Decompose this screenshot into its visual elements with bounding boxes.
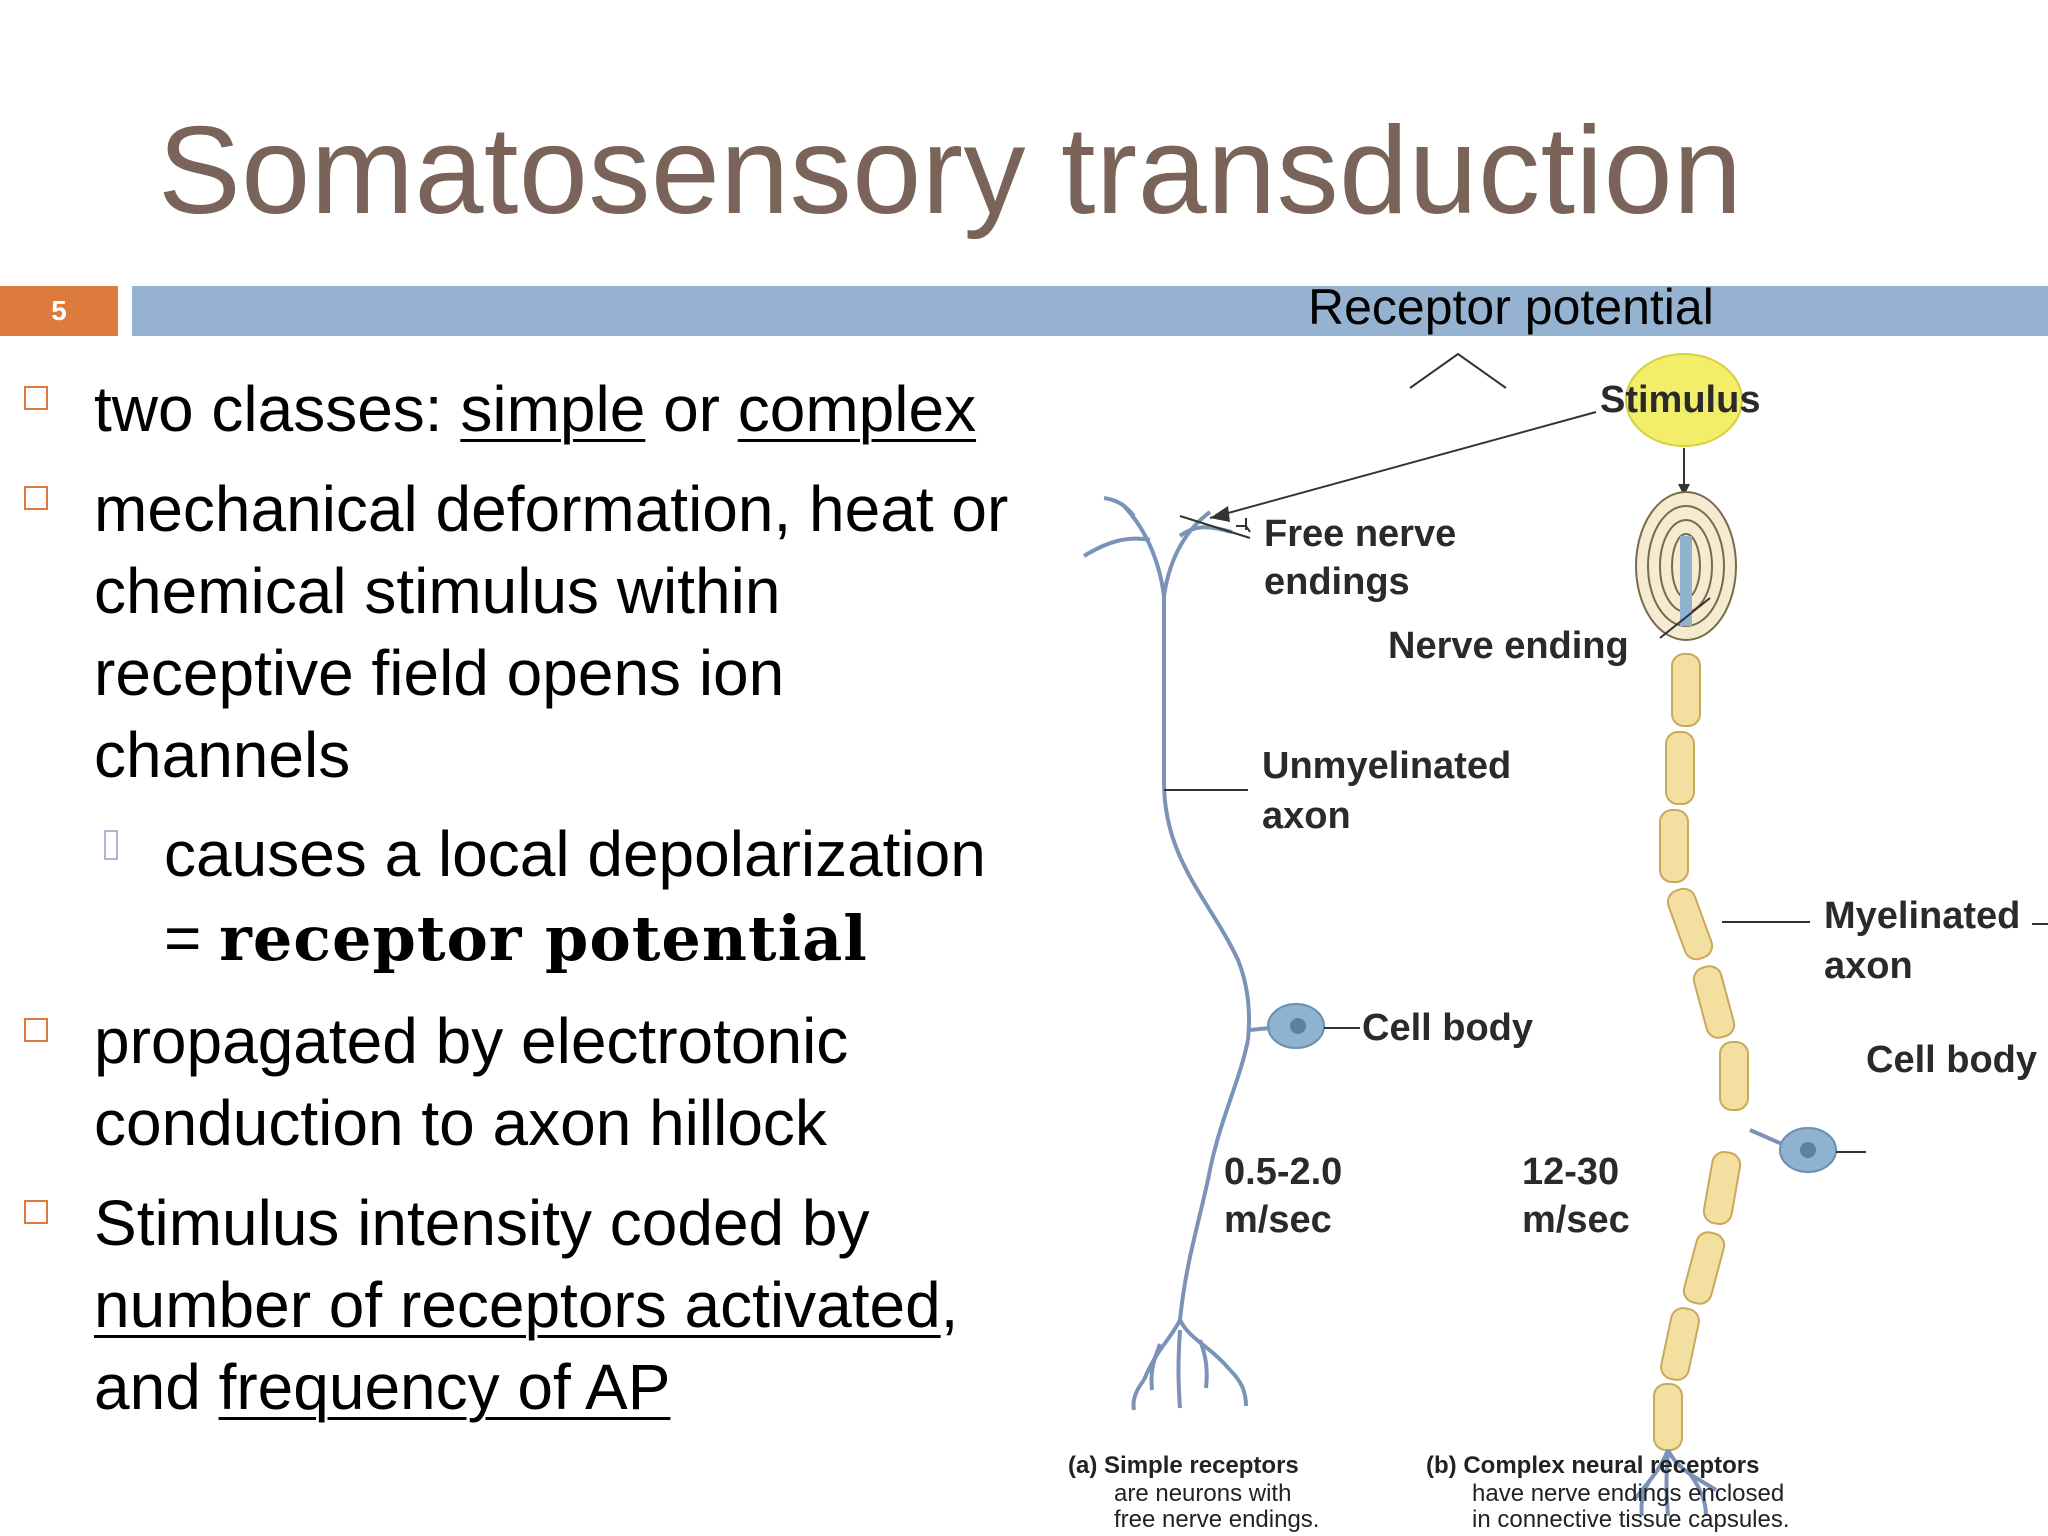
bullet-1-simple: simple <box>460 373 646 445</box>
nucleus-a <box>1290 1018 1306 1034</box>
stimulus-ellipse <box>1625 353 1743 447</box>
receptor-potential-term: receptor potential <box>219 902 868 975</box>
cell-body-b-label: Cell body <box>1866 1039 2038 1081</box>
bullet-4-line-1: Stimulus intensity coded by <box>94 1187 870 1259</box>
complex-neuron-endings <box>1632 1449 1718 1517</box>
bullet-1-or: or <box>645 373 738 445</box>
nerve-ending-core <box>1680 536 1692 626</box>
speed-a-line-2: m/sec <box>1224 1199 1332 1241</box>
bullet-2-line-1: mechanical deformation, heat or <box>94 473 1009 545</box>
caption-a: (a) Simple receptors <box>1068 1452 1299 1479</box>
bullet-2-line-4: channels <box>94 719 351 791</box>
bullet-marker-icon <box>24 1200 48 1224</box>
myelinated-label-1: Myelinated <box>1824 895 2021 937</box>
bullet-4-and: and <box>94 1351 219 1423</box>
arrowhead-icon <box>1210 506 1230 522</box>
sub-bullet-line-1: causes a local depolarization <box>164 818 986 890</box>
bullet-4-receptors: number of receptors activated <box>94 1269 941 1341</box>
free-nerve-label-1: Free nerve <box>1264 513 1457 555</box>
bullet-marker-icon <box>24 1018 48 1042</box>
bullet-1-text: two classes: <box>94 373 461 445</box>
free-nerve-label-2: endings <box>1264 561 1410 603</box>
nucleus-b <box>1800 1142 1816 1158</box>
slide-title: Somatosensory transduction <box>158 102 1743 240</box>
bullet-2-line-2: chemical stimulus within <box>94 555 781 627</box>
bullet-marker-icon <box>24 486 48 510</box>
caption-a-line-1: are neurons with <box>1114 1480 1292 1507</box>
stimulus-label: Stimulus <box>1600 379 1761 421</box>
bullet-3-line-1: propagated by electrotonic <box>94 1005 849 1077</box>
caption-b-title: Complex neural receptors <box>1463 1452 1760 1479</box>
speed-b-line-1: 12-30 <box>1522 1151 1620 1193</box>
bullet-4-comma: , <box>940 1269 959 1341</box>
header-bar <box>132 286 2048 336</box>
unmyelinated-label-2: axon <box>1262 795 1351 837</box>
receptor-figure: Stimulus Free nerve endings Nerve ending… <box>1060 340 2048 1536</box>
arrowhead-icon <box>1678 484 1690 496</box>
unmyelinated-label-1: Unmyelinated <box>1262 745 1512 787</box>
speed-b-line-2: m/sec <box>1522 1199 1630 1241</box>
bullet-marker-icon <box>24 386 48 410</box>
caption-b-line-2: in connective tissue capsules. <box>1472 1506 1790 1533</box>
simple-neuron <box>1082 496 1251 1411</box>
myelinated-axon <box>1653 653 1749 1451</box>
receptor-diagram <box>1082 352 2048 1517</box>
sub-bullet-eq: = <box>164 902 220 974</box>
bullet-4-frequency: frequency of AP <box>218 1351 671 1423</box>
bullet-3-line-2: conduction to axon hillock <box>94 1087 827 1159</box>
caption-b: (b) Complex neural receptors <box>1426 1452 1760 1479</box>
caption-a-title: Simple receptors <box>1104 1452 1299 1479</box>
nerve-ending-label: Nerve ending <box>1388 625 1629 667</box>
caret-icon <box>1409 352 1507 389</box>
cell-body-a-label: Cell body <box>1362 1007 1534 1049</box>
caption-b-line-1: have nerve endings enclosed <box>1472 1480 1785 1507</box>
sub-bullet-marker-icon <box>104 830 118 860</box>
stimulus-arrow-a <box>1209 411 1597 519</box>
bullet-2-line-3: receptive field opens ion <box>94 637 785 709</box>
myelinated-label-2: axon <box>1824 945 1913 987</box>
speed-a-line-1: 0.5-2.0 <box>1224 1151 1343 1193</box>
bar-caption: Receptor potential <box>1308 279 1714 335</box>
slide-number: 5 <box>0 286 118 336</box>
caption-a-line-2: free nerve endings. <box>1114 1506 1320 1533</box>
bullet-1-complex: complex <box>737 373 977 445</box>
